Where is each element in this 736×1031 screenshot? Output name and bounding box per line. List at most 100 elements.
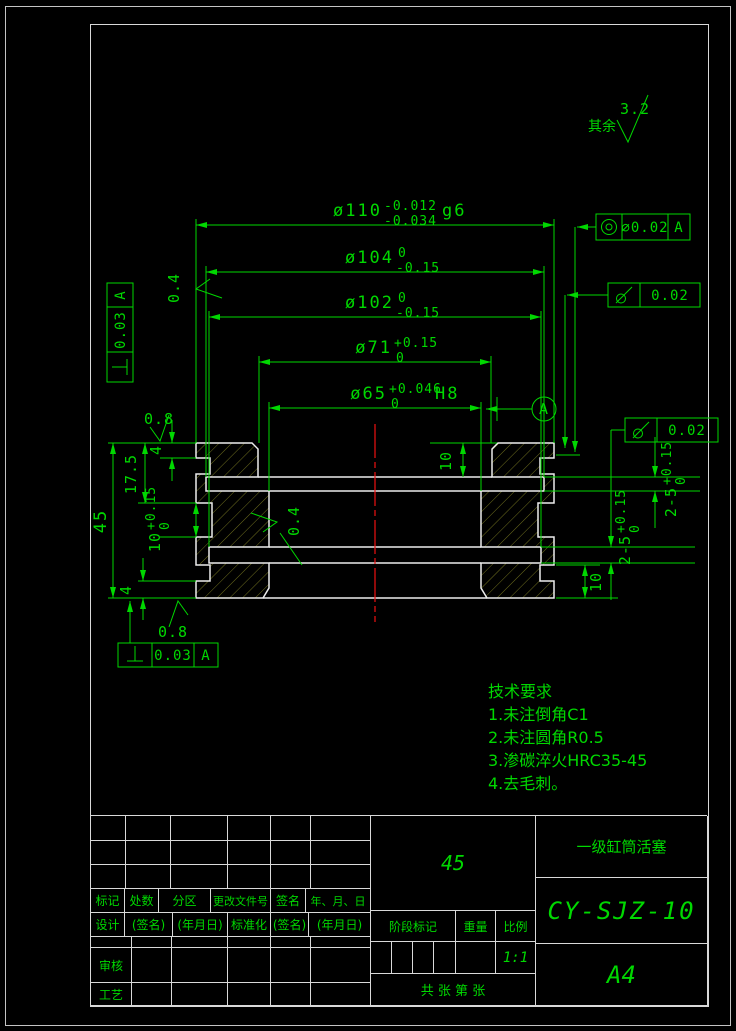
dim-10-top: 10 <box>437 451 455 471</box>
svg-text:0: 0 <box>391 397 400 412</box>
roughness-bore: 0.4 <box>250 506 303 566</box>
dim-d110-lower: -0.034 <box>384 214 437 229</box>
svg-text:ø71: ø71 <box>355 338 392 358</box>
dimension-lines <box>110 222 658 620</box>
standard-date-placeholder: (年月日) <box>309 913 371 937</box>
design-date-placeholder: (年月日) <box>173 913 228 937</box>
concentricity-icon <box>601 219 617 235</box>
roughness-top-left: 0.8 <box>144 410 174 443</box>
svg-text:0: 0 <box>158 521 173 530</box>
roughness-icon <box>194 278 223 299</box>
title-block: 标记 处数 分区 更改文件号 签名 年、月、日 设计 (签名) (年月日) 标准… <box>90 815 708 1006</box>
header-mark: 标记 <box>91 889 125 913</box>
dim-d110: ø110 -0.012 -0.034 g6 <box>333 199 466 229</box>
svg-text:-0.15: -0.15 <box>396 306 440 321</box>
roughness-icon <box>149 414 170 443</box>
tech-req-item: 2.未注圆角R0.5 <box>488 728 604 747</box>
svg-text:0.02: 0.02 <box>668 423 706 439</box>
svg-text:0.4: 0.4 <box>285 506 303 536</box>
design-sign-placeholder: (签名) <box>125 913 173 937</box>
roughness-bottom-left: 0.8 <box>158 599 189 641</box>
paper-size: A4 <box>536 944 708 1006</box>
svg-text:+0.046: +0.046 <box>389 382 442 397</box>
svg-text:ø102: ø102 <box>345 293 394 313</box>
svg-text:0.03: 0.03 <box>154 648 192 664</box>
svg-text:0.03: 0.03 <box>113 311 129 349</box>
svg-text:0: 0 <box>398 291 407 306</box>
svg-text:ø65: ø65 <box>350 384 387 404</box>
fcf-perpendicularity-left: A 0.03 <box>106 282 134 383</box>
svg-text:A: A <box>201 648 210 664</box>
dim-17-5: 17.5 <box>122 454 140 494</box>
general-roughness-note: 其余 3.2 <box>588 94 650 144</box>
header-review: 审核 <box>91 948 132 983</box>
weight-value <box>456 942 496 974</box>
svg-text:0.8: 0.8 <box>144 410 174 428</box>
svg-text:0: 0 <box>674 476 689 485</box>
sheet-inner-border <box>90 24 709 1007</box>
svg-text:0: 0 <box>628 524 643 533</box>
part-left-wall <box>195 442 270 599</box>
dim-d104: ø104 0 -0.15 <box>345 246 440 276</box>
dim-groove-10: 10 +0.15 0 <box>144 486 173 552</box>
dim-height-45: 45 <box>91 509 111 533</box>
part-section-view <box>195 424 555 622</box>
svg-text:2-5: 2-5 <box>616 535 634 565</box>
svg-text:+0.15: +0.15 <box>660 441 675 485</box>
svg-text:⌀0.02: ⌀0.02 <box>621 220 668 236</box>
dim-d110-base: ø110 <box>333 201 382 221</box>
svg-text:10: 10 <box>146 532 164 552</box>
title-block-middle: 45 阶段标记 重量 比例 1:1 共 张 第 张 <box>371 816 536 1006</box>
general-note-value: 3.2 <box>620 100 650 118</box>
title-block-left-grid: 标记 处数 分区 更改文件号 签名 年、月、日 设计 (签名) (年月日) 标准… <box>91 816 371 1006</box>
header-standardization: 标准化 <box>228 913 271 937</box>
dim-4-bottom: 4 <box>117 585 135 595</box>
header-scale: 比例 <box>496 911 536 942</box>
perpendicularity-icon <box>127 646 143 662</box>
header-count: 处数 <box>125 889 159 913</box>
dim-d71: ø71 +0.15 0 <box>355 336 438 366</box>
svg-text:-0.15: -0.15 <box>396 261 440 276</box>
dim-d65-fit: H8 <box>435 384 459 404</box>
technical-requirements: 技术要求 1.未注倒角C1 2.未注圆角R0.5 3.渗碳淬火HRC35-45 … <box>488 680 718 795</box>
svg-text:0.02: 0.02 <box>651 288 689 304</box>
header-date: 年、月、日 <box>306 889 371 913</box>
svg-text:A: A <box>113 290 129 299</box>
roughness-icon <box>616 94 649 144</box>
fcf-runout-low: 0.02 <box>611 417 719 443</box>
dim-d65: ø65 +0.046 0 H8 <box>350 382 459 412</box>
part-right-wall <box>480 442 555 599</box>
roughness-icon <box>250 512 279 533</box>
fcf-concentricity: ⌀0.02 A <box>577 213 691 241</box>
svg-text:0.4: 0.4 <box>165 273 183 303</box>
fcf-runout-top: 0.02 <box>567 282 701 308</box>
fcf-perpendicularity-bottom: 0.03 A <box>117 601 219 668</box>
header-doc-no: 更改文件号 <box>211 889 271 913</box>
svg-text:A: A <box>674 220 683 236</box>
tech-req-item: 3.渗碳淬火HRC35-45 <box>488 751 648 770</box>
roughness-left-side: 0.4 <box>165 273 223 303</box>
dim-groove-2x5-upper: 2-5 +0.15 0 <box>660 441 689 517</box>
header-stage-mark: 阶段标记 <box>371 911 456 942</box>
header-weight: 重量 <box>456 911 496 942</box>
runout-icon <box>632 421 650 439</box>
svg-text:+0.15: +0.15 <box>394 336 438 351</box>
svg-text:+0.15: +0.15 <box>614 489 629 533</box>
tech-req-item: 4.去毛刺。 <box>488 774 568 793</box>
svg-text:ø104: ø104 <box>345 248 394 268</box>
svg-text:+0.15: +0.15 <box>144 486 159 530</box>
header-design: 设计 <box>91 913 125 937</box>
extension-lines <box>108 219 700 599</box>
drawing-number: CY-SJZ-10 <box>536 878 708 944</box>
runout-icon <box>615 286 633 304</box>
perpendicularity-icon <box>112 359 128 375</box>
material-spec: 45 <box>371 816 536 911</box>
header-process: 工艺 <box>91 983 132 1006</box>
svg-text:2-5: 2-5 <box>662 487 680 517</box>
dim-d110-fit: g6 <box>442 201 466 221</box>
svg-text:A: A <box>539 400 549 418</box>
header-sign: 签名 <box>271 889 306 913</box>
datum-a-symbol: A <box>486 396 557 422</box>
